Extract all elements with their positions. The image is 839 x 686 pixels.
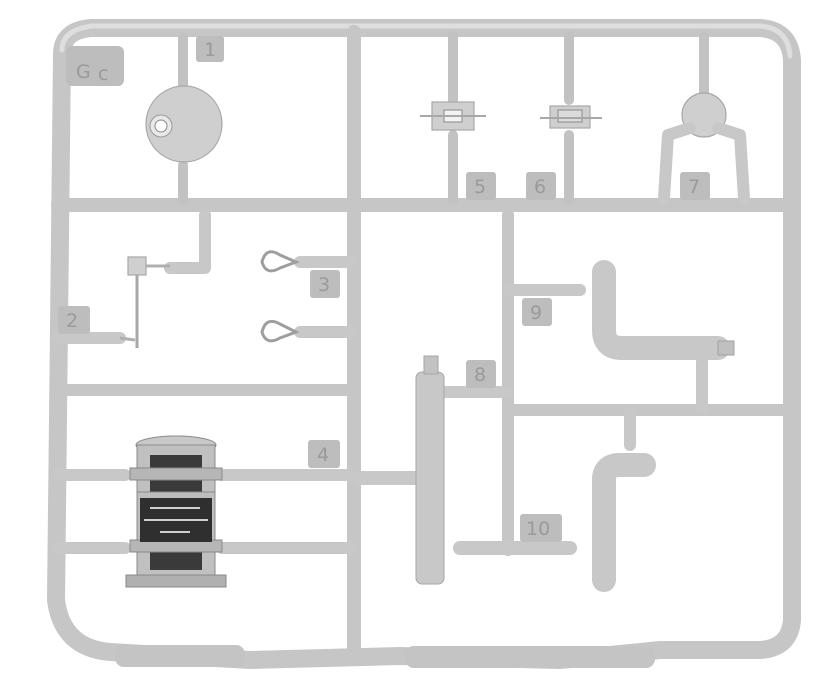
part-4-drum (52, 435, 356, 588)
part-6-bracket (540, 31, 602, 205)
part-number-9: 9 (522, 298, 552, 326)
svg-text:8: 8 (474, 364, 486, 386)
part-number-8: 8 (466, 360, 496, 388)
part-number-5: 5 (466, 172, 496, 200)
part-5-bracket (420, 31, 486, 205)
sprue-letter-tag: G c (66, 46, 124, 86)
part-number-6: 6 (526, 172, 556, 200)
svg-text:2: 2 (66, 310, 78, 332)
svg-text:10: 10 (526, 518, 550, 540)
part-number-3: 3 (310, 270, 340, 298)
sprue-frame (47, 19, 801, 669)
part-8-cylinder (353, 355, 514, 585)
svg-text:7: 7 (688, 176, 700, 198)
part-1-disc (145, 33, 223, 205)
part-9-pipe (504, 260, 735, 414)
part-3-hooks (260, 250, 356, 343)
svg-text:1: 1 (204, 39, 216, 61)
part-number-10: 10 (520, 514, 562, 542)
sprue-letter: G (76, 61, 91, 83)
part-2-lever (52, 209, 211, 348)
svg-text:3: 3 (318, 274, 330, 296)
svg-text:6: 6 (534, 176, 546, 198)
svg-text:9: 9 (530, 302, 542, 324)
part-7-ball (658, 31, 750, 204)
part-number-4: 4 (308, 440, 340, 468)
part-10-pipe (453, 408, 656, 592)
svg-text:5: 5 (474, 176, 486, 198)
sprue-letter-sub: c (98, 63, 108, 85)
part-number-2: 2 (58, 306, 90, 334)
part-number-7: 7 (680, 172, 710, 200)
svg-text:4: 4 (317, 444, 329, 466)
part-number-1: 1 (196, 36, 224, 62)
